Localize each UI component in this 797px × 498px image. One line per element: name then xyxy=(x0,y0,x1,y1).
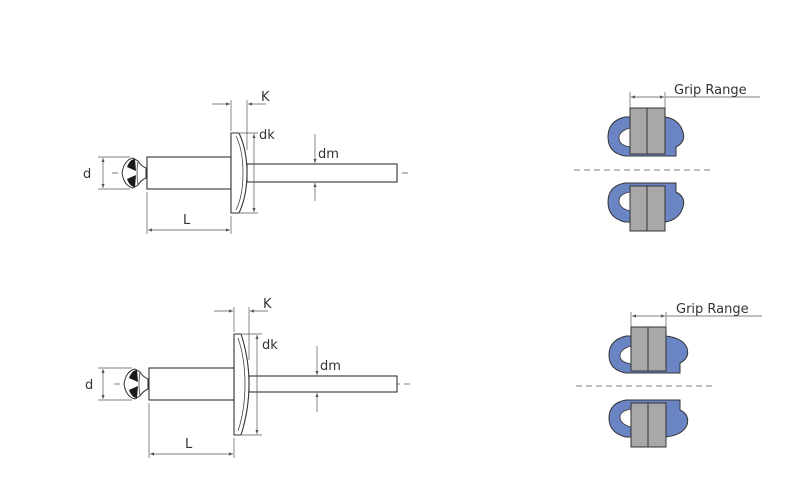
label-dk: dk xyxy=(259,128,275,143)
rivet-body xyxy=(146,156,232,190)
rivet-drawing-bottom: d L K dk dm xyxy=(85,297,414,458)
rivet-body xyxy=(148,367,235,401)
label-grip-range: Grip Range xyxy=(674,83,747,98)
label-L: L xyxy=(183,213,191,228)
grip-range-bottom: Grip Range xyxy=(576,302,762,448)
rivet-flange-head xyxy=(230,132,248,214)
mandrel-head-mark xyxy=(127,159,136,171)
label-dm: dm xyxy=(320,359,341,374)
mandrel-stem xyxy=(248,375,398,393)
label-L: L xyxy=(185,437,193,452)
label-d: d xyxy=(85,378,93,393)
label-d: d xyxy=(83,167,91,182)
mandrel-head-mark xyxy=(129,370,138,382)
rivet-drawing-top: d L K dk dm xyxy=(83,90,412,234)
grip-range-top: Grip Range xyxy=(574,83,760,232)
label-K: K xyxy=(261,90,270,105)
flange-inner-edge xyxy=(235,135,244,211)
label-dm: dm xyxy=(318,147,339,162)
label-grip-range: Grip Range xyxy=(676,302,749,317)
rivet-flange-head xyxy=(233,333,250,436)
label-K: K xyxy=(263,297,272,312)
label-dk: dk xyxy=(262,338,278,353)
mandrel-stem xyxy=(246,163,398,183)
